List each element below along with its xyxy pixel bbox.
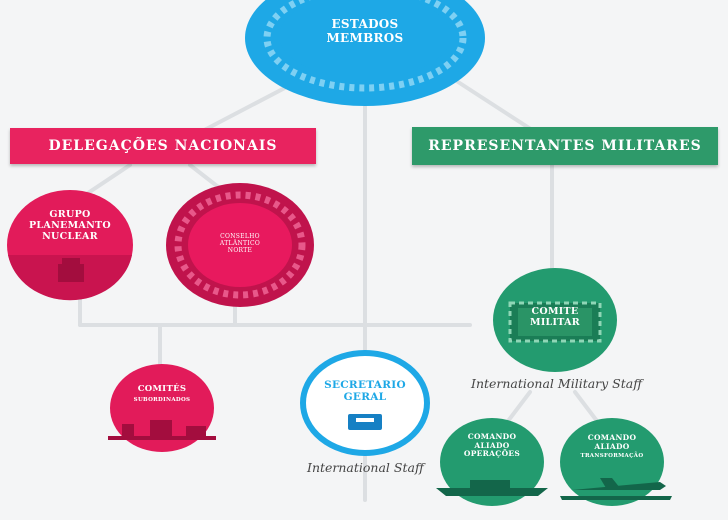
- nuclear-planning-group-node: [7, 190, 133, 301]
- industry-icon: [108, 420, 216, 440]
- jet-icon: [560, 478, 672, 500]
- military-committee-plate: [518, 308, 592, 336]
- member-states-ring: [263, 0, 467, 92]
- allied-command-operations-node: [436, 418, 548, 506]
- national-delegations-banner: DELEGAÇÕES NACIONAIS: [10, 128, 316, 164]
- north-atlantic-council-node: [166, 183, 314, 307]
- secretary-general-node: [300, 350, 430, 456]
- connector-line: [503, 390, 532, 427]
- subordinate-committees-node: [108, 364, 216, 452]
- transformation-circle: [560, 418, 664, 506]
- nuclear-planning-group-label: GRUPO PLANEMANTO NUCLEAR: [28, 209, 112, 242]
- allied-command-transformation-node: [560, 418, 672, 506]
- subordinate-committees-label: COMITÉS SUBORDINADOS: [122, 384, 202, 403]
- building-icon: [58, 258, 84, 282]
- member-states-inner: [279, 0, 451, 78]
- inbox-tray-icon: [348, 414, 382, 430]
- military-committee-label: COMITE MILITAR: [530, 306, 580, 328]
- military-representatives-banner: REPRESENTANTES MILITARES: [412, 127, 718, 165]
- council-ring: [174, 191, 306, 299]
- connector-line: [573, 390, 602, 427]
- council-inner: [188, 203, 292, 287]
- subordinate-committees-subtitle: SUBORDINADOS: [133, 396, 191, 403]
- secretary-general-label: SECRETARIO GERAL: [324, 379, 406, 404]
- operations-circle: [440, 418, 544, 506]
- allied-command-transformation-label: COMANDO ALIADO TRANSFORMAÇÃO: [572, 433, 652, 460]
- international-staff-caption: International Staff: [307, 460, 424, 475]
- military-committee-node: [493, 268, 617, 372]
- transformation-subtitle: TRANSFORMAÇÃO: [580, 453, 644, 460]
- ship-icon: [436, 480, 548, 496]
- north-atlantic-council-label: CONSELHO ATLÂNTICO NORTE: [219, 233, 261, 254]
- subordinate-committees-title: COMITÉS: [137, 384, 187, 394]
- transformation-title: COMANDO ALIADO: [587, 433, 637, 451]
- member-states-node: [245, 0, 485, 106]
- member-states-label: ESTADOS MEMBROS: [326, 17, 404, 45]
- international-military-staff-caption: International Military Staff: [471, 376, 643, 391]
- secretary-outer: [300, 350, 430, 456]
- allied-command-operations-label: COMANDO ALIADO OPERAÇÕES: [463, 432, 521, 459]
